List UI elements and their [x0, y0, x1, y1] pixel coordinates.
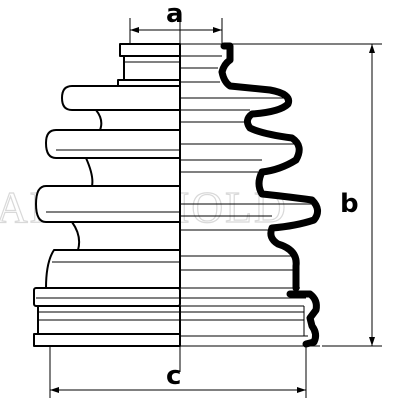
boot-wall-section: [218, 42, 321, 292]
bottom-collar-upper: [33, 287, 181, 307]
valley-3: [71, 221, 181, 251]
base-flare: [45, 249, 181, 289]
dimension-a-label: a: [166, 0, 184, 29]
dimension-a: a: [129, 0, 223, 44]
bottom-lip: [33, 333, 181, 347]
bottom-collar: [37, 305, 181, 337]
top-neck: [123, 55, 181, 83]
top-neck-collar: [119, 43, 181, 57]
valley-1: [95, 109, 181, 131]
boot-bottom-section: [286, 290, 320, 348]
dimension-c: c: [49, 346, 307, 398]
fold-3: [35, 185, 181, 223]
fold-1: [61, 85, 181, 111]
dimension-b-label: b: [340, 189, 359, 219]
valley-2: [85, 157, 181, 187]
boot-right-half: [180, 42, 321, 348]
dimension-b: b: [232, 43, 382, 347]
boot-left-half: [33, 43, 181, 347]
dimension-c-label: c: [166, 361, 181, 391]
fold-2: [45, 129, 181, 159]
